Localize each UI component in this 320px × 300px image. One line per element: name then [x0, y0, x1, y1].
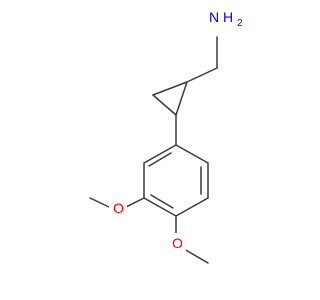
bond-cyclopropyl-top-left [152, 81, 188, 96]
molecule-drawing: N H 2 O O [89, 5, 244, 264]
benzene-bond-4 [175, 197, 209, 217]
benzene-bond-6 [175, 144, 209, 164]
benzene-double-bond-1-inner [148, 152, 172, 167]
bond-o-top-methyl [89, 197, 110, 208]
amine-label: N H 2 [209, 9, 243, 29]
amine-subscript-label: 2 [237, 18, 243, 29]
structure-canvas: N H 2 O O [89, 5, 244, 264]
bond-o-bottom-methyl [183, 248, 209, 264]
amine-label-background [204, 5, 240, 29]
oxygen-bottom-label: O [172, 235, 183, 251]
benzene-double-bond-3-inner [150, 194, 174, 209]
bond-cyclopropyl-bottom-top [175, 81, 188, 116]
bond-aryl-o-top [125, 197, 145, 208]
bond-ch2-cyclopropyl [186, 67, 218, 83]
amine-n-label: N [209, 9, 219, 25]
benzene-bond-3 [143, 197, 177, 217]
bond-cyclopropyl-left-bottom [152, 94, 177, 116]
oxygen-top-label: O [113, 200, 124, 216]
oxygen-bottom-background [168, 233, 186, 253]
amine-h-label: H [223, 9, 233, 25]
benzene-bond-1 [143, 144, 177, 164]
oxygen-top-background [109, 198, 127, 218]
